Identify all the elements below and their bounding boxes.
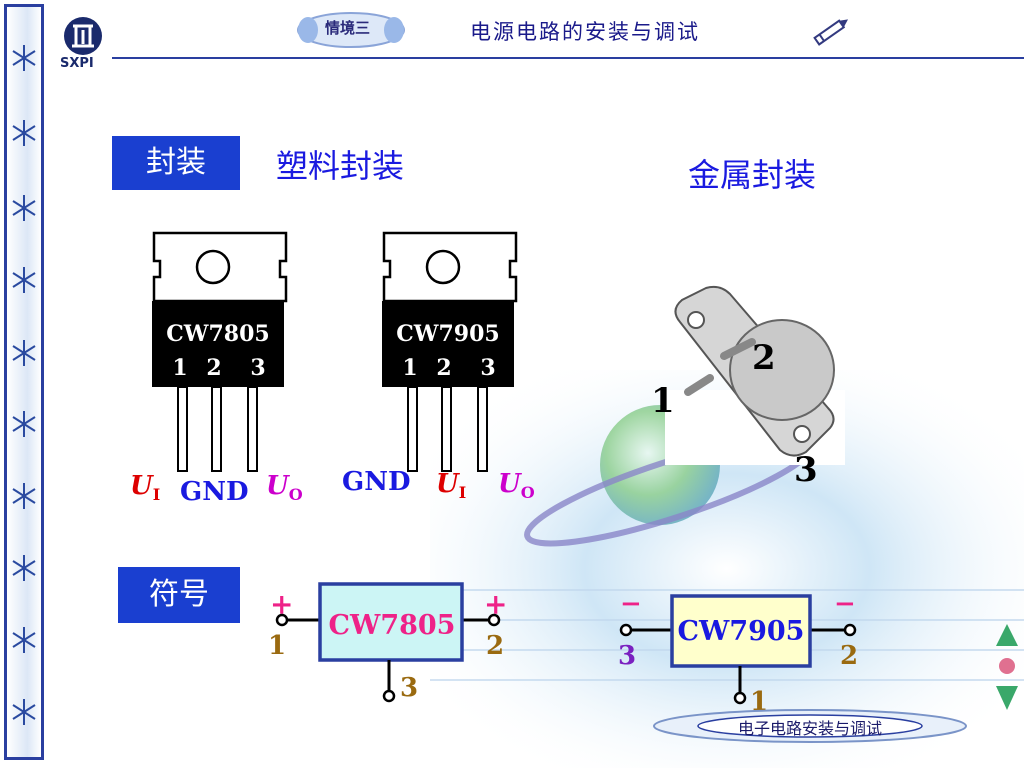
to3-metal-package bbox=[665, 285, 845, 465]
snowflake-icon bbox=[12, 411, 36, 437]
symbol-cw7905: − − CW7905 3 2 1 bbox=[618, 592, 858, 717]
logo-text: SXPI bbox=[60, 56, 94, 71]
pin-number: 1 bbox=[750, 687, 768, 717]
pin-label-sub: I bbox=[459, 483, 466, 502]
school-logo-icon bbox=[64, 17, 102, 55]
header-divider bbox=[112, 57, 1024, 59]
pin-number: 2 bbox=[486, 631, 504, 661]
can bbox=[729, 319, 835, 421]
terminal bbox=[733, 691, 747, 705]
pin-number: 3 bbox=[400, 673, 418, 703]
snowflake-icon bbox=[12, 627, 36, 653]
pin-label-gnd: GND bbox=[342, 467, 411, 497]
pin-number: 1 bbox=[268, 631, 286, 661]
pin-number: 3 bbox=[618, 641, 636, 671]
scenario-badge-bg bbox=[297, 12, 405, 48]
plastic-package-title: 塑料封装 bbox=[276, 147, 405, 185]
snowflake-icon bbox=[12, 267, 36, 293]
nav-home-icon[interactable] bbox=[999, 658, 1015, 674]
snowflake-icon bbox=[12, 555, 36, 581]
section-tag-symbol: 符号 bbox=[118, 567, 240, 623]
pin-number: 2 bbox=[436, 355, 451, 381]
pin-label-ui: U bbox=[436, 469, 460, 499]
pin-number: 2 bbox=[840, 641, 858, 671]
pin-number: 1 bbox=[402, 355, 417, 381]
metal-package-title: 金属封装 bbox=[688, 156, 817, 194]
snowflake-icon bbox=[12, 483, 36, 509]
terminal bbox=[382, 689, 396, 703]
terminal bbox=[843, 623, 857, 637]
to220-package-cw7805: CW7805 1 2 3 bbox=[152, 231, 288, 472]
pin-number: 3 bbox=[250, 355, 265, 381]
lead bbox=[441, 386, 452, 472]
polarity-sign: + bbox=[484, 588, 507, 621]
mounting-hole bbox=[793, 425, 811, 443]
pin-number: 3 bbox=[480, 355, 495, 381]
pin bbox=[720, 338, 756, 360]
snowflake-icon bbox=[12, 699, 36, 725]
snowflake-icon bbox=[12, 340, 36, 366]
polarity-sign: − bbox=[620, 592, 642, 619]
regulator-block bbox=[318, 582, 464, 662]
mounting-hole bbox=[425, 249, 461, 285]
pencil-icon bbox=[813, 19, 849, 46]
part-number: CW7905 bbox=[678, 616, 805, 647]
pin-label-uo: U bbox=[266, 471, 290, 501]
package-body bbox=[152, 301, 284, 387]
part-number: CW7905 bbox=[396, 321, 499, 347]
snowflake-icon bbox=[12, 195, 36, 221]
page-title: 电源电路的安装与调试 bbox=[470, 20, 700, 44]
polarity-sign: − bbox=[834, 592, 856, 619]
slide-navigation bbox=[996, 624, 1018, 710]
pin-label-ui: U bbox=[130, 471, 154, 501]
lead bbox=[407, 386, 418, 472]
lead bbox=[211, 386, 222, 472]
to220-package-cw7905: CW7905 1 2 3 bbox=[382, 231, 518, 472]
lead bbox=[177, 386, 188, 472]
polarity-sign: + bbox=[270, 588, 293, 621]
pin-label-sub: O bbox=[289, 485, 303, 504]
terminal bbox=[619, 623, 633, 637]
snowflake-icon bbox=[12, 45, 36, 71]
footer-badge-bg bbox=[653, 709, 967, 743]
pin-label-uo: U bbox=[498, 469, 522, 499]
svg-text:UO: UO bbox=[266, 471, 303, 504]
metal-pin-label: 2 bbox=[752, 338, 776, 378]
pin-number: 1 bbox=[172, 355, 187, 381]
symbol-cw7805: + + CW7805 1 2 3 bbox=[268, 582, 507, 703]
snowflake-icon bbox=[12, 120, 36, 146]
pin bbox=[684, 374, 714, 396]
svg-text:UI: UI bbox=[436, 469, 466, 502]
metal-pin-label: 1 bbox=[651, 381, 675, 421]
pin-labels-cw7905: GND UI UO bbox=[342, 467, 535, 502]
pin-label-sub: I bbox=[153, 485, 160, 504]
left-decoration-strip bbox=[4, 4, 44, 760]
scenario-label: 情境三 bbox=[325, 19, 371, 37]
pin-label-gnd: GND bbox=[180, 477, 249, 507]
pin-number: 2 bbox=[206, 355, 221, 381]
part-number: CW7805 bbox=[329, 610, 456, 641]
lead bbox=[477, 386, 488, 472]
pin-labels-cw7805: UI GND UO bbox=[130, 471, 303, 507]
lead bbox=[247, 386, 258, 472]
terminal bbox=[275, 613, 289, 627]
nav-down-icon[interactable] bbox=[996, 686, 1018, 710]
mounting-hole bbox=[195, 249, 231, 285]
svg-text:UO: UO bbox=[498, 469, 535, 502]
pin-label-sub: O bbox=[521, 483, 535, 502]
footer-course-title: 电子电路安装与调试 bbox=[738, 719, 883, 738]
part-number: CW7805 bbox=[166, 321, 269, 347]
section-tag-package: 封装 bbox=[112, 136, 240, 190]
mounting-hole bbox=[687, 311, 705, 329]
metal-pin-label: 3 bbox=[794, 450, 818, 490]
package-body bbox=[382, 301, 514, 387]
terminal bbox=[487, 613, 501, 627]
nav-up-icon[interactable] bbox=[996, 624, 1018, 646]
svg-text:UI: UI bbox=[130, 471, 160, 504]
